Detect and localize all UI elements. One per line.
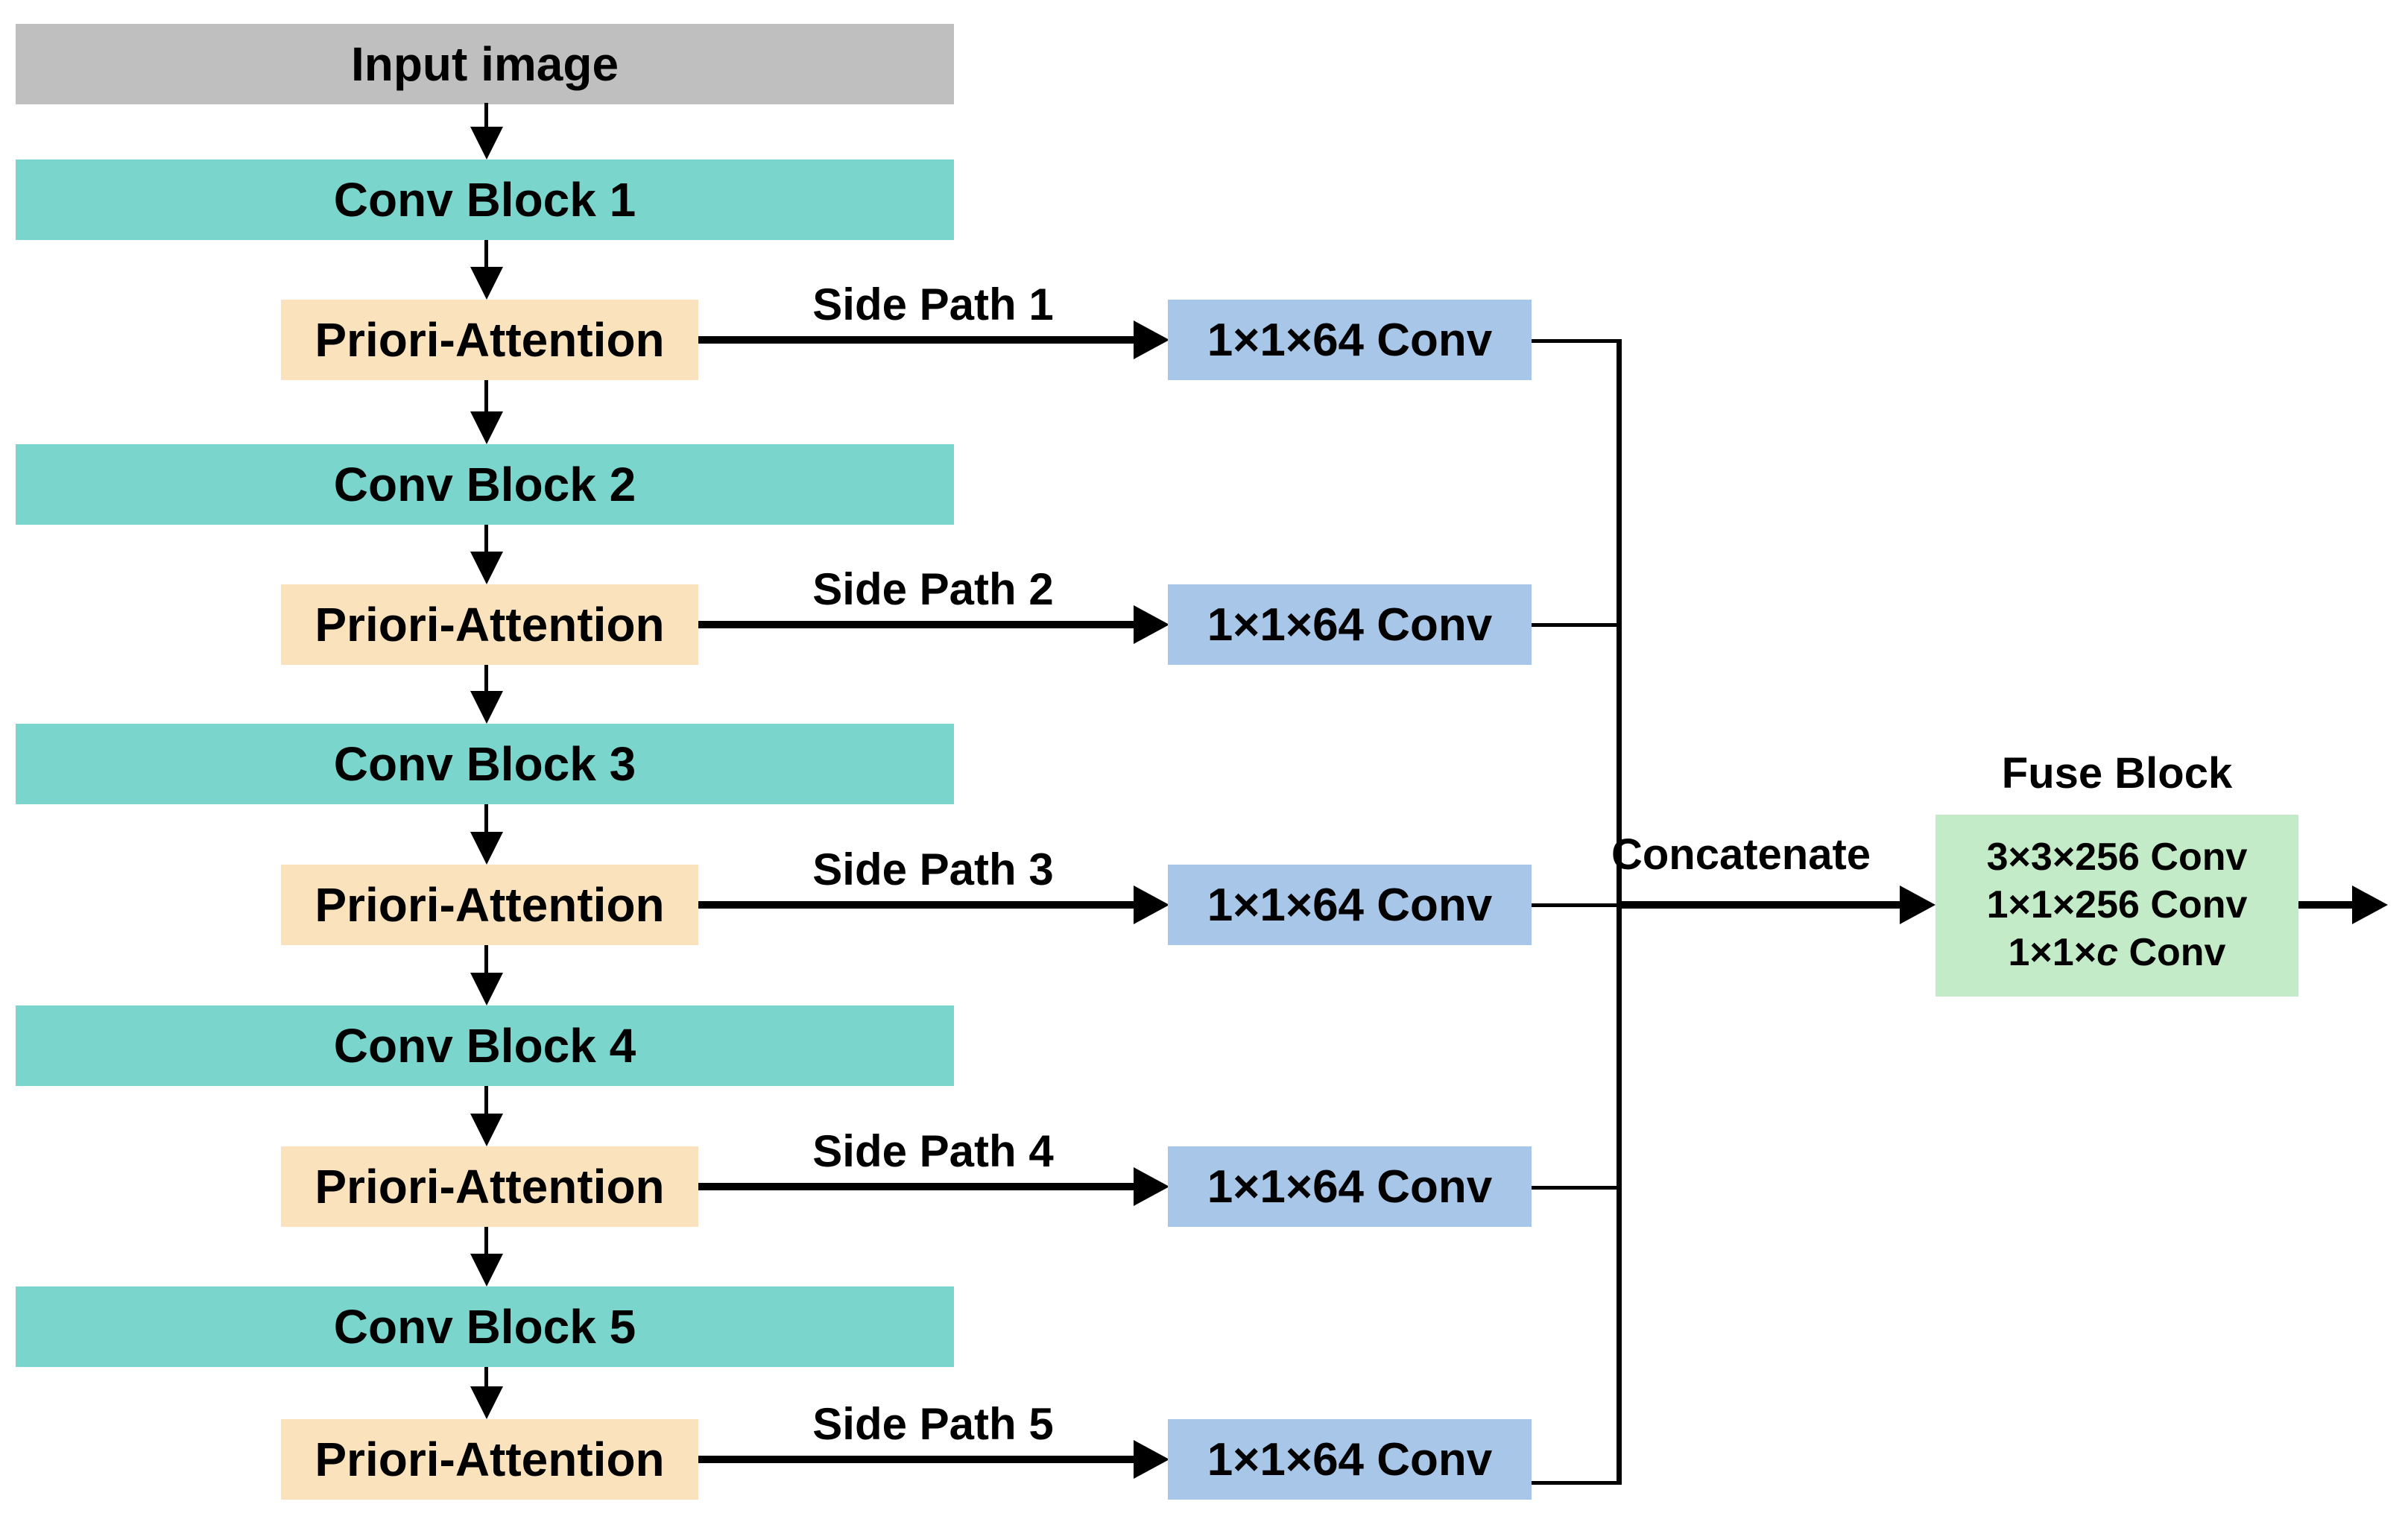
- connector-stub-4: [1532, 1186, 1617, 1190]
- arrow-head-icon: [470, 552, 503, 584]
- conv-block-3-label: Conv Block 3: [333, 736, 636, 791]
- arrow-shaft: [484, 525, 488, 552]
- down-arrow: [470, 240, 504, 300]
- side-path-4-label: Side Path 4: [812, 1126, 1054, 1176]
- priori-attention-4-label: Priori-Attention: [315, 1160, 665, 1213]
- fuse-line-3: 1×1×c Conv: [1935, 929, 2298, 976]
- side-path-2-arrow: [698, 621, 1134, 628]
- arrow-head-icon: [1900, 885, 1935, 924]
- arrow-shaft: [484, 1367, 488, 1386]
- down-arrow: [470, 380, 504, 444]
- conv-block-1-label: Conv Block 1: [333, 172, 636, 227]
- down-arrow: [470, 525, 504, 584]
- priori-attention-1-box: Priori-Attention: [281, 300, 698, 380]
- side-path-3-label: Side Path 3: [812, 844, 1054, 894]
- down-arrow: [470, 804, 504, 865]
- priori-attention-2-label: Priori-Attention: [315, 598, 665, 651]
- side-conv-2-label: 1×1×64 Conv: [1207, 599, 1493, 651]
- connector-stub-2: [1532, 623, 1617, 627]
- side-conv-2-box: 1×1×64 Conv: [1168, 584, 1532, 665]
- side-path-5-arrow: [698, 1456, 1134, 1463]
- fuse-block-title: Fuse Block: [2001, 748, 2233, 798]
- side-path-1-label: Side Path 1: [812, 280, 1054, 329]
- priori-attention-5-box: Priori-Attention: [281, 1419, 698, 1500]
- arrow-shaft: [484, 103, 488, 127]
- down-arrow: [470, 1086, 504, 1146]
- output-arrow: [2298, 901, 2352, 909]
- arrow-head-icon: [1134, 885, 1169, 924]
- side-conv-5-box: 1×1×64 Conv: [1168, 1419, 1532, 1500]
- conv-block-2-box: Conv Block 2: [16, 444, 954, 525]
- side-conv-5-label: 1×1×64 Conv: [1207, 1433, 1493, 1485]
- side-path-5-label: Side Path 5: [812, 1399, 1054, 1449]
- priori-attention-1-label: Priori-Attention: [315, 313, 665, 367]
- arrow-head-icon: [1134, 1440, 1169, 1479]
- concatenate-label: Concatenate: [1611, 830, 1871, 879]
- arrow-head-icon: [470, 691, 503, 724]
- priori-attention-5-label: Priori-Attention: [315, 1433, 665, 1486]
- arrow-head-icon: [470, 1114, 503, 1146]
- fuse-line-3-suffix: Conv: [2118, 931, 2226, 974]
- arrow-shaft: [484, 665, 488, 691]
- down-arrow: [470, 1227, 504, 1286]
- arrow-head-icon: [1134, 605, 1169, 644]
- fuse-line-2: 1×1×256 Conv: [1986, 883, 2248, 926]
- input-image-label: Input image: [350, 37, 619, 91]
- fuse-line-3-var: c: [2096, 931, 2119, 974]
- side-path-1-arrow: [698, 336, 1134, 344]
- side-conv-3-box: 1×1×64 Conv: [1168, 865, 1532, 945]
- fuse-line-1: 3×3×256 Conv: [1986, 836, 2248, 879]
- side-conv-1-box: 1×1×64 Conv: [1168, 300, 1532, 380]
- side-conv-1-label: 1×1×64 Conv: [1207, 314, 1493, 366]
- arrow-shaft: [484, 804, 488, 832]
- conv-block-1-box: Conv Block 1: [16, 160, 954, 240]
- collector-line: [1617, 339, 1622, 1485]
- arrow-head-icon: [2352, 885, 2388, 924]
- connector-stub-5: [1532, 1481, 1617, 1485]
- conv-block-4-label: Conv Block 4: [333, 1018, 636, 1073]
- fuse-line-3-prefix: 1×1×: [2008, 931, 2097, 974]
- conv-block-5-label: Conv Block 5: [333, 1299, 636, 1354]
- priori-attention-2-box: Priori-Attention: [281, 584, 698, 665]
- conv-block-2-label: Conv Block 2: [333, 457, 636, 511]
- connector-stub-1: [1532, 339, 1617, 343]
- down-arrow: [470, 1367, 504, 1419]
- arrow-head-icon: [470, 1254, 503, 1286]
- priori-attention-4-box: Priori-Attention: [281, 1146, 698, 1227]
- arrow-head-icon: [470, 832, 503, 865]
- side-path-4-arrow: [698, 1183, 1134, 1190]
- side-path-3-arrow: [698, 901, 1134, 909]
- priori-attention-3-box: Priori-Attention: [281, 865, 698, 945]
- arrow-head-icon: [470, 1386, 503, 1419]
- down-arrow: [470, 665, 504, 724]
- arrow-shaft: [484, 240, 488, 267]
- side-conv-4-label: 1×1×64 Conv: [1207, 1161, 1493, 1213]
- arrow-shaft: [484, 1086, 488, 1114]
- arrow-head-icon: [470, 127, 503, 160]
- down-arrow: [470, 945, 504, 1005]
- down-arrow: [470, 103, 504, 160]
- priori-attention-3-label: Priori-Attention: [315, 878, 665, 932]
- side-conv-3-label: 1×1×64 Conv: [1207, 879, 1493, 931]
- arrow-head-icon: [470, 267, 503, 300]
- arrow-head-icon: [1134, 1167, 1169, 1206]
- arrow-head-icon: [1134, 321, 1169, 359]
- fuse-block-box: 3×3×256 Conv 1×1×256 Conv 1×1×c Conv: [1935, 815, 2298, 997]
- arrow-shaft: [484, 380, 488, 411]
- connector-stub-3: [1532, 903, 1617, 907]
- arrow-shaft: [484, 1227, 488, 1254]
- input-image-box: Input image: [16, 24, 954, 104]
- conv-block-5-box: Conv Block 5: [16, 1286, 954, 1367]
- side-conv-4-box: 1×1×64 Conv: [1168, 1146, 1532, 1227]
- arrow-head-icon: [470, 973, 503, 1005]
- arrow-head-icon: [470, 411, 503, 444]
- side-path-2-label: Side Path 2: [812, 564, 1054, 614]
- conv-block-3-box: Conv Block 3: [16, 724, 954, 804]
- concatenate-arrow: [1622, 901, 1900, 909]
- conv-block-4-box: Conv Block 4: [16, 1005, 954, 1086]
- arrow-shaft: [484, 945, 488, 973]
